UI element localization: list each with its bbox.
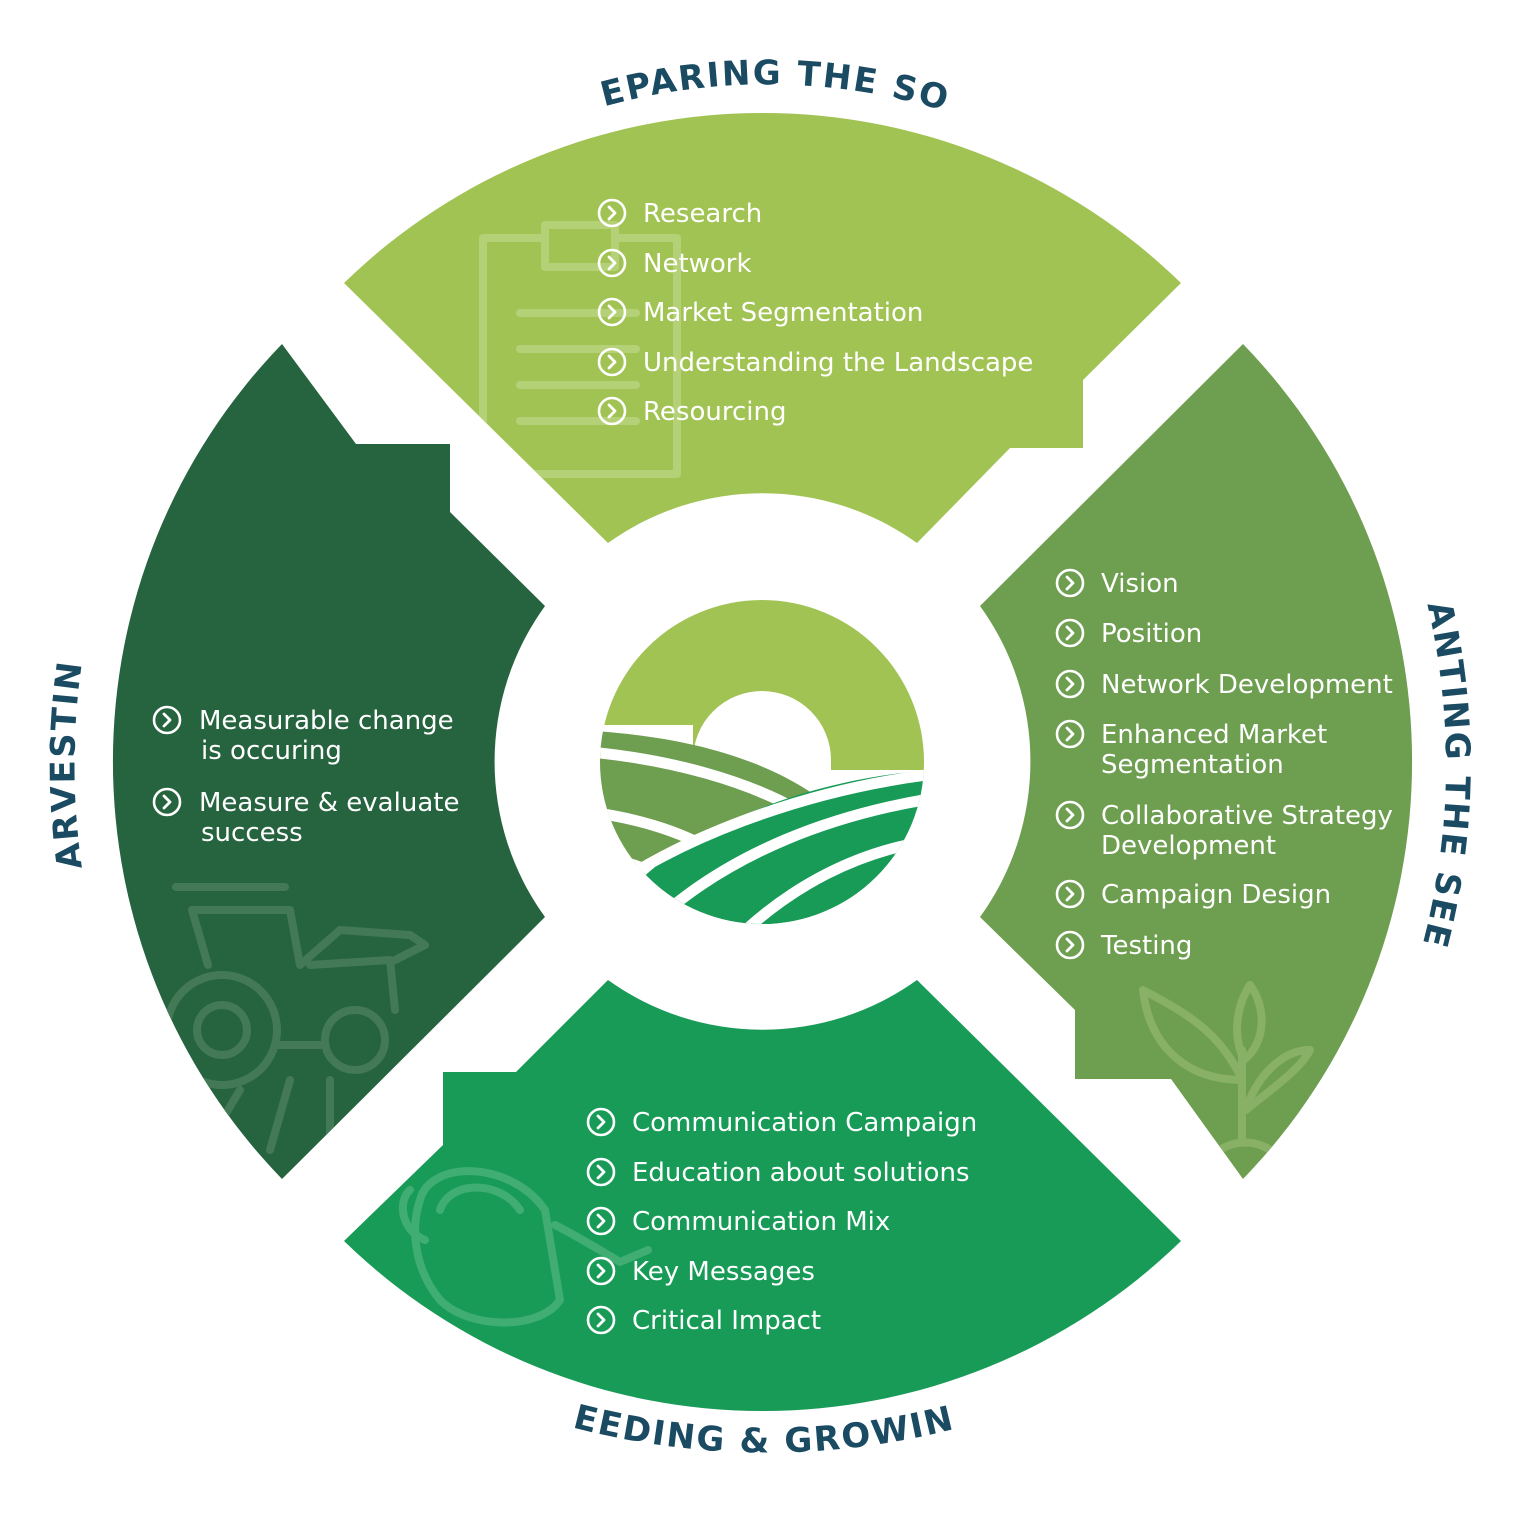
- seed-list-item: Vision: [1055, 568, 1179, 599]
- chevron-circle-icon: [586, 1157, 616, 1187]
- chevron-circle-icon: [597, 347, 627, 377]
- feeding-segment: [344, 980, 1181, 1412]
- soil-list-item: Research: [597, 198, 762, 229]
- chevron-circle-icon: [1055, 719, 1085, 749]
- chevron-circle-icon: [597, 248, 627, 278]
- feeding-list-item: Critical Impact: [586, 1305, 821, 1336]
- harvest-item-label: is occuring: [201, 736, 342, 766]
- soil-list-item: Resourcing: [597, 396, 786, 427]
- chevron-circle-icon: [597, 198, 627, 228]
- soil-list-item: Understanding the Landscape: [597, 347, 1033, 378]
- seed-item-label: Campaign Design: [1101, 880, 1331, 910]
- chevron-circle-icon: [586, 1305, 616, 1335]
- seed-item-label: Segmentation: [1101, 750, 1284, 780]
- sprout-icon: [1139, 981, 1314, 1154]
- seed-segment: [980, 344, 1413, 1179]
- harvest-item-label: Measurable change: [199, 706, 454, 736]
- soil-list-item: Market Segmentation: [597, 297, 923, 328]
- feeding-item-label: Communication Campaign: [632, 1108, 977, 1138]
- soil-item-label: Research: [643, 199, 762, 229]
- chevron-circle-icon: [1055, 669, 1085, 699]
- feeding-item-label: Critical Impact: [632, 1306, 821, 1336]
- seed-item-label: Development: [1101, 831, 1276, 861]
- seed-list-item: Network Development: [1055, 669, 1393, 700]
- chevron-circle-icon: [152, 705, 182, 735]
- chevron-circle-icon: [597, 297, 627, 327]
- chevron-circle-icon: [1055, 879, 1085, 909]
- seed-item-label: Enhanced Market: [1101, 720, 1327, 750]
- feeding-item-label: Communication Mix: [632, 1207, 890, 1237]
- chevron-circle-icon: [1055, 568, 1085, 598]
- seed-item-label: Position: [1101, 619, 1202, 649]
- feeding-list-item: Education about solutions: [586, 1157, 970, 1188]
- soil-item-label: Resourcing: [643, 397, 786, 427]
- soil-segment: [344, 112, 1181, 544]
- harvest-segment: [112, 344, 545, 1179]
- sun-over-fields-logo: [600, 600, 924, 924]
- chevron-circle-icon: [1055, 930, 1085, 960]
- chevron-circle-icon: [1055, 618, 1085, 648]
- stage-title-harvest: HARVESTING: [0, 0, 91, 872]
- seed-item-label: Testing: [1100, 931, 1192, 961]
- chevron-circle-icon: [586, 1206, 616, 1236]
- feeding-list-item: Communication Mix: [586, 1206, 890, 1237]
- soil-item-label: Market Segmentation: [643, 298, 923, 328]
- chevron-circle-icon: [586, 1256, 616, 1286]
- chevron-circle-icon: [152, 787, 182, 817]
- chevron-circle-icon: [597, 396, 627, 426]
- watering-can-icon: [399, 1167, 652, 1327]
- seed-item-label: Vision: [1101, 569, 1179, 599]
- stage-title-soil: PREPARING THE SOIL: [0, 0, 954, 120]
- chevron-circle-icon: [586, 1107, 616, 1137]
- feeding-item-label: Education about solutions: [632, 1158, 970, 1188]
- chevron-circle-icon: [1055, 800, 1085, 830]
- soil-item-label: Understanding the Landscape: [643, 348, 1033, 378]
- soil-list-item: Network: [597, 248, 752, 279]
- feeding-list-item: Key Messages: [586, 1256, 815, 1287]
- feeding-list-item: Communication Campaign: [586, 1107, 977, 1138]
- harvest-item-label: success: [201, 818, 303, 848]
- soil-item-label: Network: [643, 249, 752, 279]
- harvest-item-label: Measure & evaluate: [199, 788, 459, 818]
- seed-item-label: Network Development: [1101, 670, 1393, 700]
- seed-item-label: Collaborative Strategy: [1101, 801, 1393, 831]
- seed-list-item: Position: [1055, 618, 1202, 649]
- seed-list-item: Campaign Design: [1055, 879, 1331, 910]
- feeding-item-label: Key Messages: [632, 1257, 815, 1287]
- seed-list-item: Testing: [1055, 930, 1192, 961]
